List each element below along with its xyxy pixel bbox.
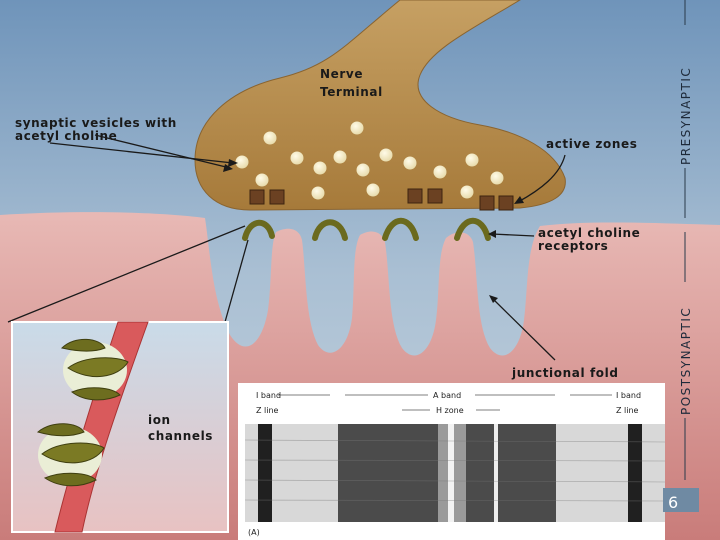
ach-receptors-label-2: receptors xyxy=(538,239,608,253)
page-number-badge xyxy=(663,488,699,512)
synaptic-vesicles xyxy=(235,121,504,200)
ach-receptors-label-1: acetyl choline xyxy=(538,226,640,240)
ion-channels-label-1: ion xyxy=(148,413,171,427)
h-zone-label: H zone xyxy=(436,406,464,415)
z-line-right-label: Z line xyxy=(616,406,639,415)
nerve-terminal-label-1: Nerve xyxy=(320,67,363,81)
vesicles-label-2: acetyl choline xyxy=(15,129,117,143)
postsynaptic-label: POSTSYNAPTIC xyxy=(679,307,693,415)
nerve-terminal-label-2: Terminal xyxy=(320,85,383,99)
ion-channels-label-2: channels xyxy=(148,429,213,443)
panel-label: (A) xyxy=(248,528,260,537)
ion-channel-inset xyxy=(11,321,229,533)
page-number: 6 xyxy=(668,493,678,512)
sarcomere-micrograph: I band A band I band Z line H zone Z lin… xyxy=(238,383,666,540)
z-line-left-label: Z line xyxy=(256,406,279,415)
z-line-left-band xyxy=(258,424,272,522)
i-band-right-label: I band xyxy=(616,391,641,400)
ion-channel-lower xyxy=(36,423,105,487)
z-line-right-band xyxy=(628,424,642,522)
presynaptic-label: PRESYNAPTIC xyxy=(679,67,693,165)
ion-channel-upper xyxy=(61,338,129,401)
a-band-label: A band xyxy=(433,391,461,400)
active-zones-label: active zones xyxy=(546,137,637,151)
i-band-left-label: I band xyxy=(256,391,281,400)
a-band-right-half xyxy=(466,424,556,522)
a-band-left-half xyxy=(338,424,438,522)
vesicles-label-1: synaptic vesicles with xyxy=(15,116,177,130)
junctional-fold-label: junctional fold xyxy=(511,366,619,380)
acetylcholine-receptors xyxy=(242,217,491,241)
active-zones xyxy=(249,188,514,211)
